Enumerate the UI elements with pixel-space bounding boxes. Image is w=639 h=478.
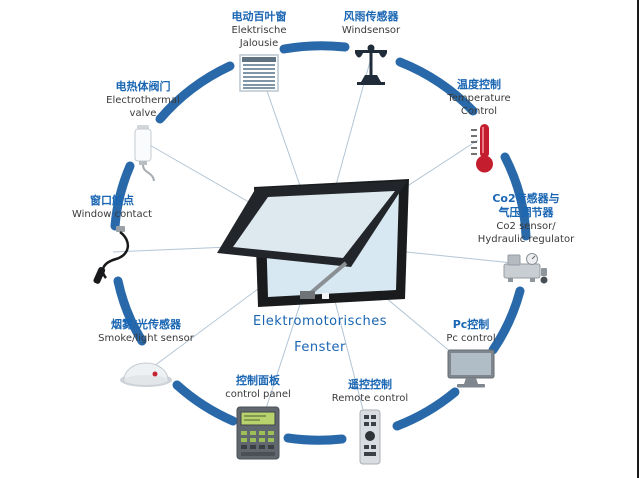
node-label-zh: 窗口触点 (90, 194, 134, 207)
node-label-en: Window contact (71, 209, 153, 220)
node-label-zh: 控制面板 (236, 374, 280, 387)
node-label-en: Electrothermal (106, 95, 180, 106)
co2-sensor-icon (502, 250, 550, 286)
wind-sensor-icon (351, 41, 391, 85)
node-label-en: Windsensor (341, 25, 401, 36)
screen-edge-line (637, 0, 639, 478)
node-control-panel: 控制面板 control panel (197, 374, 319, 461)
node-label-en: Remote control (331, 393, 409, 404)
node-label-zh: 电热体阀门 (115, 80, 171, 93)
center-title: Elektromotorisches Fenster (253, 314, 387, 355)
control-panel-icon (236, 405, 280, 461)
node-label-en: Elektrische (231, 25, 287, 36)
node-label-en: valve (129, 108, 157, 119)
node-co2-sensor: Co2传感器与 气压调节器 Co2 sensor/ Hydraulic regu… (465, 192, 587, 286)
remote-control-icon (357, 409, 383, 465)
node-smoke-light-sensor: 烟雾/光传感器 Smoke/light sensor (85, 318, 207, 389)
node-label-en: Control (460, 106, 498, 117)
node-label-en: Temperature (447, 93, 511, 104)
window-contact-icon (92, 225, 132, 285)
jalousie-icon (239, 54, 279, 92)
pc-monitor-icon (447, 349, 495, 389)
window-illustration (217, 179, 409, 307)
node-label-zh: 遥控控制 (348, 378, 392, 391)
node-label-zh: 烟雾/光传感器 (110, 318, 182, 331)
node-label-en: Smoke/light sensor (98, 333, 194, 344)
node-label-zh: Pc控制 (452, 318, 490, 331)
center-title-line2: Fenster (294, 340, 346, 355)
smoke-light-sensor-icon (117, 349, 175, 389)
node-remote-control: 遥控控制 Remote control (309, 378, 431, 465)
node-label-en: Hydraulic regulator (477, 234, 575, 245)
node-label-en: Co2 sensor/ (496, 221, 556, 232)
node-electric-jalousie: 电动百叶窗 Elektrische Jalousie (198, 10, 320, 92)
node-label-en: Jalousie (239, 38, 279, 49)
node-label-en: control panel (225, 389, 291, 400)
center-title-line1: Elektromotorisches (252, 314, 388, 329)
node-electrothermal-valve: 电热体阀门 Electrothermal valve (82, 80, 204, 182)
ring-arcs (110, 41, 531, 445)
node-label-zh: 风雨传感器 (343, 10, 399, 23)
node-label-zh: 气压调节器 (498, 206, 554, 219)
node-pc-control: Pc控制 Pc control (410, 318, 532, 389)
node-wind-sensor: 风雨传感器 Windsensor (310, 10, 432, 85)
node-window-contact: 窗口触点 Window contact (51, 194, 173, 285)
node-label-zh: Co2传感器与 (492, 192, 560, 205)
thermometer-icon (464, 122, 494, 174)
node-label-zh: 温度控制 (457, 78, 501, 91)
node-label-zh: 电动百叶窗 (231, 10, 287, 23)
electrothermal-valve-icon (126, 124, 160, 182)
node-label-en: Pc control (446, 333, 496, 344)
node-temperature-control: 温度控制 Temperature Control (418, 78, 540, 174)
